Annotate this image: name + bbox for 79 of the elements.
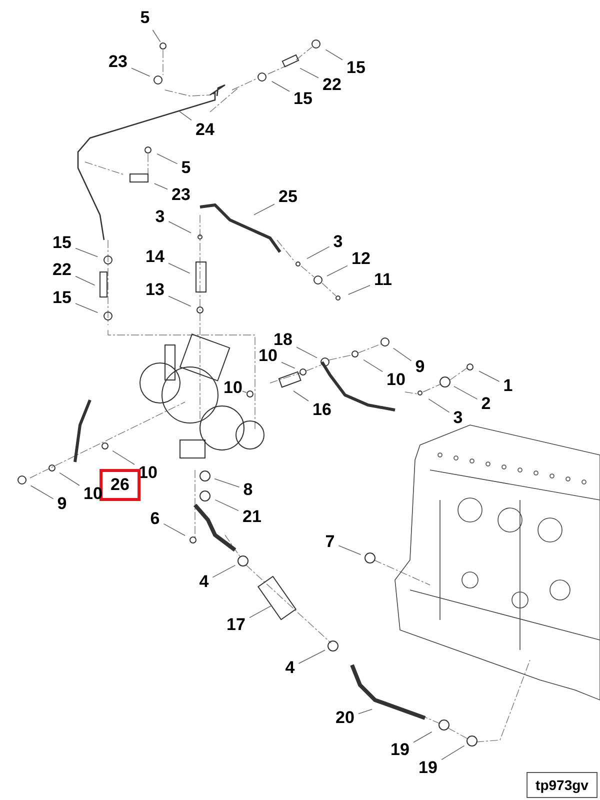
callout-number: 15 [52, 234, 72, 252]
leader-line [212, 564, 236, 578]
leader-line [254, 204, 275, 216]
leader-line [363, 359, 383, 372]
callout-number: 11 [374, 271, 392, 289]
leader-line [59, 472, 80, 486]
callout-number: 12 [352, 250, 370, 268]
leader-line [168, 262, 190, 274]
leader-line [306, 246, 330, 260]
leader-line [393, 348, 412, 362]
leader-line [441, 745, 465, 760]
leader-line [300, 68, 319, 78]
leader-line [296, 346, 318, 358]
callout-number: 5 [140, 9, 150, 27]
callout-number: 23 [108, 53, 128, 71]
leader-line [338, 545, 362, 555]
leader-line [298, 650, 326, 664]
callout-number: 22 [322, 76, 342, 94]
callout-number: 6 [150, 510, 160, 528]
callout-number: 5 [181, 159, 191, 177]
callout-number: 8 [243, 481, 253, 499]
callout-number: 10 [386, 371, 406, 389]
leader-line [326, 265, 348, 276]
callout-number: 2 [481, 395, 491, 413]
callout-number: 19 [418, 759, 438, 777]
leader-line [293, 390, 309, 402]
leader-line [75, 248, 98, 258]
callout-number: 14 [146, 248, 164, 266]
callout-number: 9 [415, 358, 425, 376]
callout-number: 16 [312, 401, 332, 419]
callout-number: 3 [453, 409, 463, 427]
callout-number: 15 [294, 90, 312, 108]
leader-line [214, 478, 240, 488]
leader-line [214, 499, 239, 512]
callout-number: 18 [274, 331, 292, 349]
leader-line [249, 604, 272, 618]
callout-number: 24 [196, 121, 214, 139]
callout-number: 4 [285, 659, 295, 677]
leader-line [325, 49, 343, 60]
callout-number: 23 [172, 186, 190, 204]
leader-line [30, 485, 54, 500]
callout-number: 17 [226, 616, 246, 634]
leader-line [168, 221, 192, 234]
callout-number: 10 [258, 347, 278, 365]
callout-number: 15 [52, 289, 72, 307]
leader-line [152, 30, 161, 42]
callout-number: 22 [52, 261, 72, 279]
leader-line [154, 183, 168, 190]
leader-line [178, 110, 192, 121]
callout-number: 20 [336, 709, 354, 727]
callout-number: 21 [242, 508, 262, 526]
leader-line [168, 296, 192, 307]
leader-line [112, 450, 135, 465]
leader-line [428, 398, 450, 413]
callout-number: 9 [57, 495, 67, 513]
callout-number: 15 [346, 59, 366, 77]
leader-line [478, 370, 500, 382]
leader-line [413, 732, 432, 743]
callout-number: 10 [224, 379, 242, 397]
leader-line [75, 276, 96, 286]
leader-line [156, 154, 178, 164]
leader-line [271, 81, 290, 92]
leader-line [454, 386, 478, 400]
figure-code: tp973gv [526, 772, 598, 798]
leader-line [131, 68, 150, 77]
leader-line [75, 303, 98, 313]
callout-number: 1 [503, 377, 513, 395]
callout-number: 3 [333, 233, 343, 251]
leader-line [358, 708, 372, 714]
leader-line [242, 390, 247, 393]
callout-number: 25 [278, 188, 298, 206]
leader-line [348, 285, 370, 295]
callout-number: 19 [390, 741, 410, 759]
callout-number: 7 [325, 533, 335, 551]
callout-number: 13 [146, 281, 164, 299]
leader-line [281, 362, 296, 369]
callout-number: 4 [199, 573, 209, 591]
callout-number: 3 [155, 208, 165, 226]
leader-line [163, 523, 186, 536]
